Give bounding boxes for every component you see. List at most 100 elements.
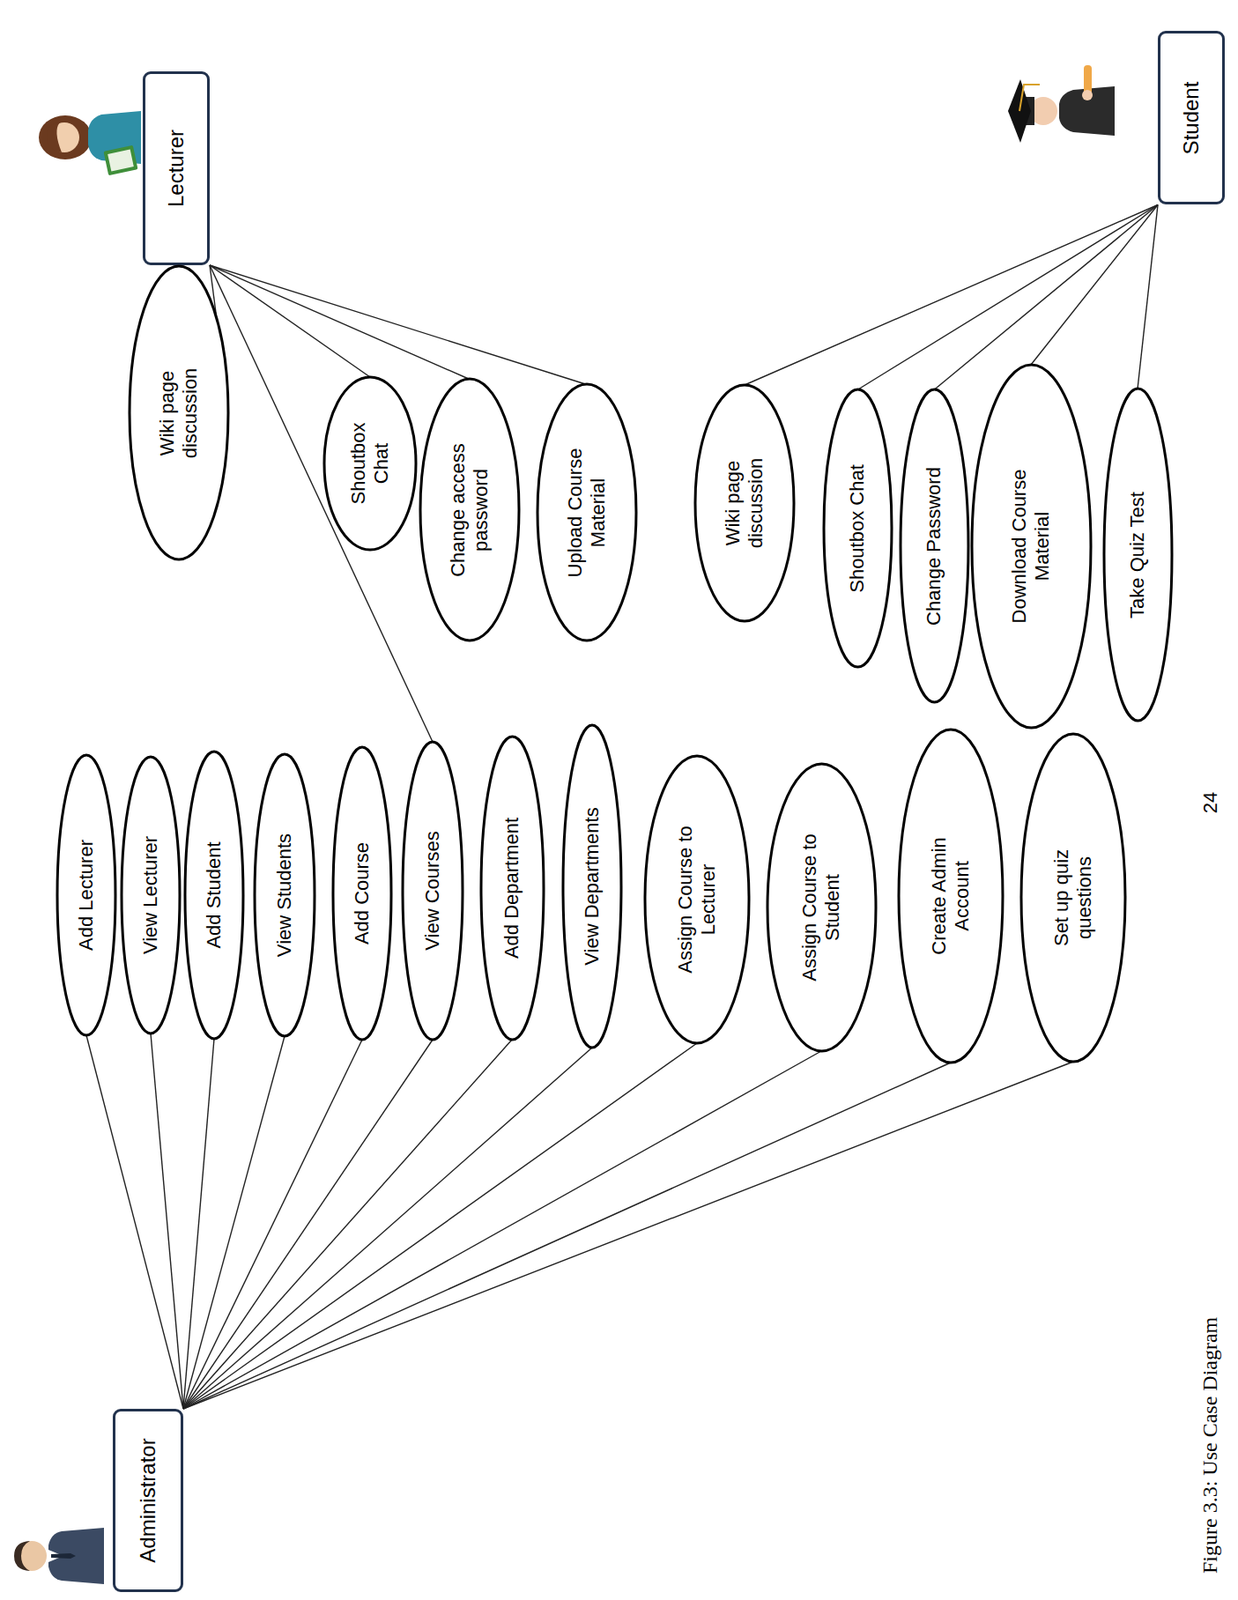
suit: [48, 1527, 104, 1585]
node-text: Set up quiz questions: [1050, 840, 1098, 956]
use-case-label: View Courses: [421, 830, 445, 950]
node-text: Shoutbox Chat: [347, 415, 394, 512]
use-case-oval: Shoutbox Chat: [822, 388, 894, 670]
use-case-oval: Add Course: [331, 745, 393, 1042]
use-case-label: Assign Course to Lecturer: [674, 818, 721, 982]
association-line: [209, 265, 433, 742]
oval-shape: [333, 747, 392, 1040]
node-text: Wiki page discussion: [721, 445, 769, 561]
use-case-oval: Change access password: [418, 378, 521, 644]
association-line: [183, 1051, 822, 1409]
association-line: [183, 1036, 285, 1409]
student-icon: [1008, 65, 1115, 143]
use-case-label: Add Lecturer: [74, 839, 98, 951]
association-line: [934, 205, 1158, 391]
actor-box: Lecturer: [142, 71, 210, 266]
node-text: Assign Course to Lecturer: [674, 818, 721, 982]
use-case-oval: Upload Course Material: [535, 383, 638, 644]
use-case-label: Create Admin Account: [927, 830, 975, 963]
association-line: [150, 1033, 184, 1409]
oval-shape: [644, 756, 749, 1044]
use-case-label: Add Department: [500, 817, 524, 959]
use-case-label: Upload Course Material: [563, 442, 611, 584]
association-line: [209, 265, 587, 386]
use-case-label: Download Course Material: [1008, 465, 1055, 629]
oval-shape: [695, 385, 794, 622]
oval-shape: [971, 364, 1091, 728]
administrator-icon: [14, 1527, 104, 1585]
node-text: View Departments: [580, 807, 604, 965]
fringe: [46, 122, 62, 153]
use-case-oval: Add Department: [479, 734, 546, 1042]
use-case-label: Wiki page discussion: [155, 355, 203, 471]
use-case-oval: Download Course Material: [970, 363, 1093, 730]
use-case-oval: View Students: [252, 752, 317, 1038]
use-case-label: View Lecturer: [139, 836, 163, 955]
tassel: [1019, 84, 1040, 112]
oval-shape: [767, 763, 876, 1052]
figure-caption: Figure 3.3: Use Case Diagram: [1198, 1317, 1223, 1574]
association-line: [209, 265, 470, 380]
node-text: Add Student: [202, 841, 226, 949]
oval-shape: [254, 754, 315, 1037]
association-line: [183, 1047, 593, 1409]
book-pages: [107, 149, 134, 172]
association-line: [183, 1062, 951, 1409]
use-case-label: Add Course: [350, 842, 374, 945]
node-text: Create Admin Account: [927, 830, 975, 963]
node-text: Change Password: [922, 467, 946, 626]
use-case-oval: View Departments: [561, 723, 623, 1050]
use-case-label: Set up quiz questions: [1050, 840, 1098, 956]
node-text: View Lecturer: [139, 836, 163, 955]
association-line: [183, 1061, 1074, 1409]
use-case-label: View Students: [273, 833, 297, 957]
node-text: View Students: [273, 833, 297, 957]
hair: [14, 1541, 30, 1572]
use-case-oval: Set up quiz questions: [1019, 732, 1127, 1064]
node-text: Add Course: [350, 842, 374, 945]
oval-shape: [1104, 389, 1172, 722]
use-case-oval: Wiki page discussion: [693, 383, 796, 623]
node-text: Lecturer: [163, 129, 190, 208]
use-case-label: Administrator: [135, 1438, 162, 1563]
use-case-label: View Departments: [580, 807, 604, 965]
tie: [51, 1553, 76, 1559]
use-case-oval: View Lecturer: [119, 755, 182, 1036]
use-case-label: Assign Course to Student: [798, 826, 846, 990]
page-number: 24: [1199, 792, 1223, 814]
association-line: [183, 1039, 512, 1409]
use-case-label: Wiki page discussion: [721, 445, 769, 561]
node-text: Student: [1178, 81, 1205, 156]
association-line: [183, 1039, 363, 1409]
node-text: Add Department: [500, 817, 524, 959]
association-line: [744, 205, 1158, 386]
use-case-oval: Add Lecturer: [55, 753, 118, 1038]
use-case-oval: Assign Course to Student: [765, 762, 878, 1053]
association-line: [209, 265, 371, 378]
use-case-oval: Change Password: [898, 388, 971, 705]
use-case-label: Shoutbox Chat: [845, 464, 869, 594]
use-case-label: Student: [1178, 81, 1205, 156]
node-text: Administrator: [135, 1438, 162, 1563]
use-case-label: Take Quiz Test: [1126, 491, 1150, 619]
oval-shape: [121, 756, 180, 1034]
book: [103, 145, 138, 176]
oval-shape: [185, 751, 244, 1039]
use-case-label: Lecturer: [163, 129, 190, 208]
hair: [38, 115, 92, 160]
use-case-oval: Create Admin Account: [896, 727, 1005, 1065]
hand: [1082, 89, 1093, 101]
association-line: [1137, 205, 1158, 390]
use-case-label: Change access password: [446, 436, 494, 585]
node-text: Download Course Material: [1008, 465, 1055, 629]
node-text: Add Lecturer: [74, 839, 98, 951]
actor-box: Student: [1157, 31, 1225, 206]
association-line: [86, 1035, 184, 1409]
use-case-oval: Wiki page discussion: [127, 265, 230, 563]
actor-box: Administrator: [112, 1408, 184, 1593]
node-text: Take Quiz Test: [1126, 491, 1150, 619]
oval-shape: [324, 377, 416, 550]
association-line: [1030, 205, 1158, 366]
